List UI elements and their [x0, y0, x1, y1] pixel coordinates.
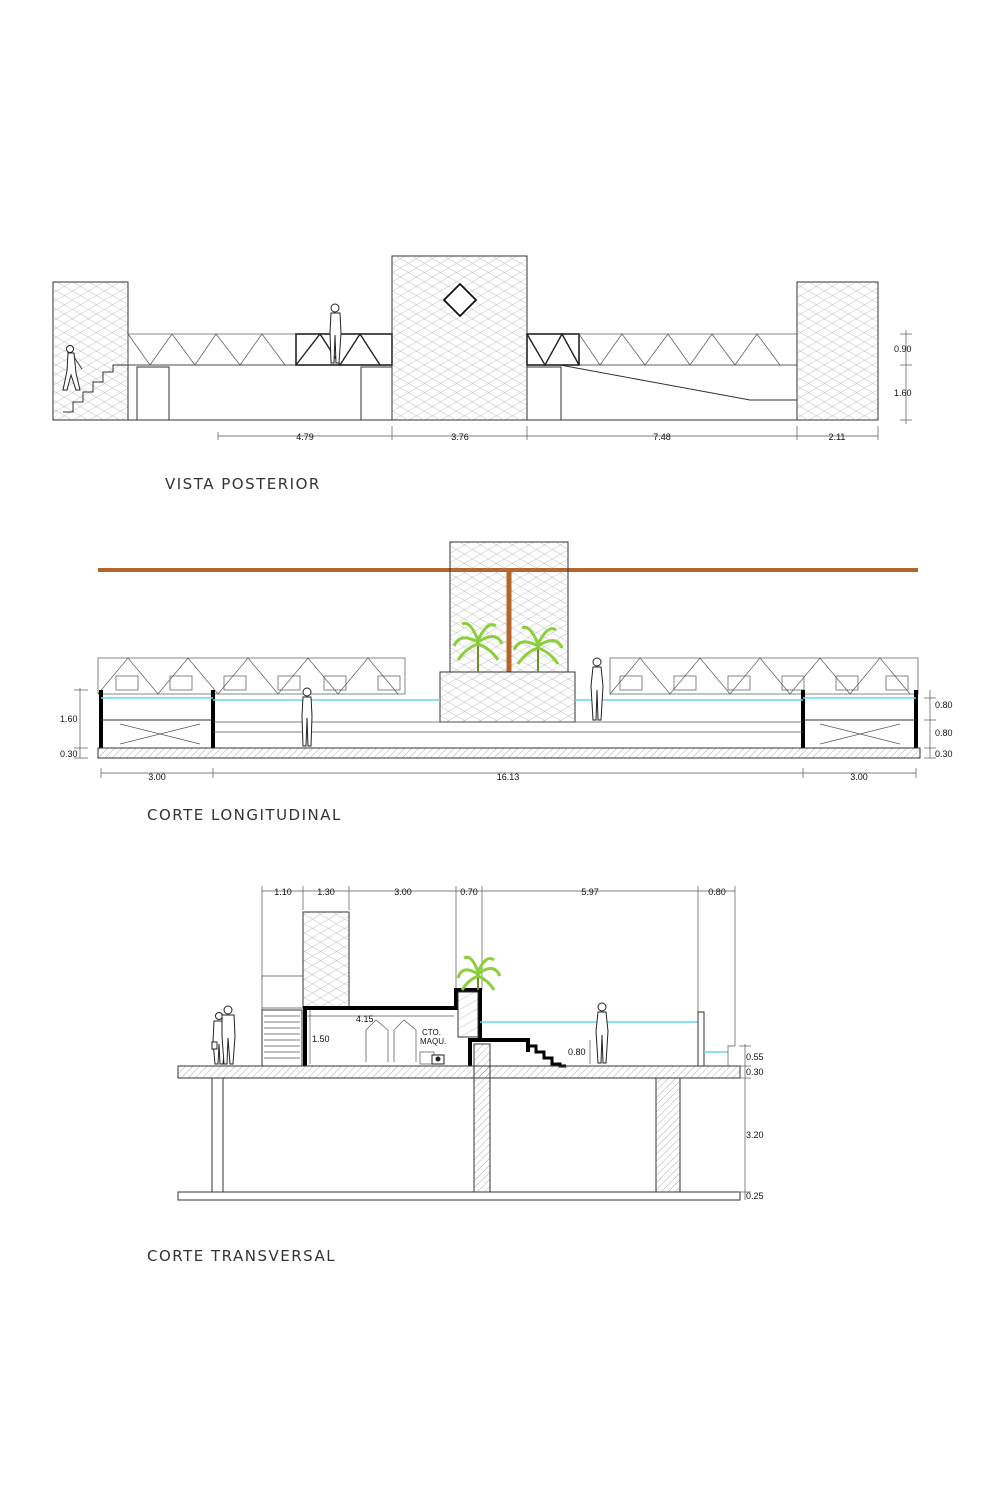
dim-vp-h2: 1.60 — [894, 388, 912, 398]
dim-ct-r1: 0.55 — [746, 1052, 764, 1062]
corte-longitudinal: 3.00 16.13 3.00 1.60 0.30 0.80 0.80 0.30… — [60, 541, 953, 824]
palm-tree-icon — [512, 625, 564, 672]
dim-ct-i2: 1.50 — [312, 1034, 330, 1044]
palm-tree-icon — [456, 955, 502, 991]
diamond-window-icon — [442, 282, 478, 318]
dim-ct-i1: 4.15 — [356, 1014, 374, 1024]
person-icon — [595, 1002, 609, 1064]
title-corte-longitudinal: CORTE LONGITUDINAL — [147, 806, 342, 824]
dim-cl-l2: 0.30 — [60, 749, 78, 759]
title-corte-transversal: CORTE TRANSVERSAL — [147, 1247, 336, 1265]
dim-vp-1: 4.79 — [296, 432, 314, 442]
dim-ct-t1: 1.10 — [274, 887, 292, 897]
dim-vp-4: 2.11 — [829, 432, 846, 442]
truss-icon — [127, 332, 393, 367]
dim-ct-r4: 0.25 — [746, 1191, 764, 1201]
central-tower — [391, 255, 528, 421]
dim-ct-r3: 3.20 — [746, 1130, 764, 1140]
dim-ct-t5: 5.97 — [581, 887, 599, 897]
dim-vp-2: 3.76 — [451, 432, 469, 442]
dim-cl-1: 3.00 — [148, 772, 166, 782]
dim-vp-h1: 0.90 — [894, 344, 912, 354]
person-icon — [329, 303, 342, 364]
machine-room-label-1: CTO. — [422, 1028, 441, 1037]
machine-room-label-2: MAQU. — [420, 1037, 446, 1046]
person-icon — [62, 345, 83, 391]
dim-cl-r2: 0.80 — [935, 728, 953, 738]
vista-posterior: 4.79 3.76 7.48 2.11 0.90 1.60 VISTA POST… — [52, 255, 912, 493]
title-vista-posterior: VISTA POSTERIOR — [165, 475, 321, 493]
dim-ct-t6: 0.80 — [708, 887, 726, 897]
dim-ct-t3: 3.00 — [394, 887, 412, 897]
dim-cl-r1: 0.80 — [935, 700, 953, 710]
equipment-sketch — [365, 1019, 435, 1065]
dim-ct-r2: 0.30 — [746, 1067, 764, 1077]
palm-tree-icon — [452, 621, 504, 672]
left-stair-tower — [52, 281, 129, 421]
dim-cl-r3: 0.30 — [935, 749, 953, 759]
dim-ct-t2: 1.30 — [317, 887, 335, 897]
dim-cl-2: 16.13 — [497, 772, 520, 782]
person-icon — [301, 687, 313, 747]
pump-icon — [431, 1054, 445, 1065]
truss-icon — [97, 657, 919, 695]
dim-cl-l1: 1.60 — [60, 714, 78, 724]
lounger-row — [115, 675, 909, 691]
person-icon — [221, 1005, 236, 1065]
corte-transversal: 1.10 1.30 3.00 0.70 5.97 0.80 — [147, 886, 764, 1265]
dim-ct-t4: 0.70 — [460, 887, 478, 897]
dim-cl-3: 3.00 — [850, 772, 868, 782]
dim-vp-3: 7.48 — [653, 432, 671, 442]
dim-ct-i3: 0.80 — [568, 1047, 586, 1057]
person-icon — [590, 657, 604, 721]
